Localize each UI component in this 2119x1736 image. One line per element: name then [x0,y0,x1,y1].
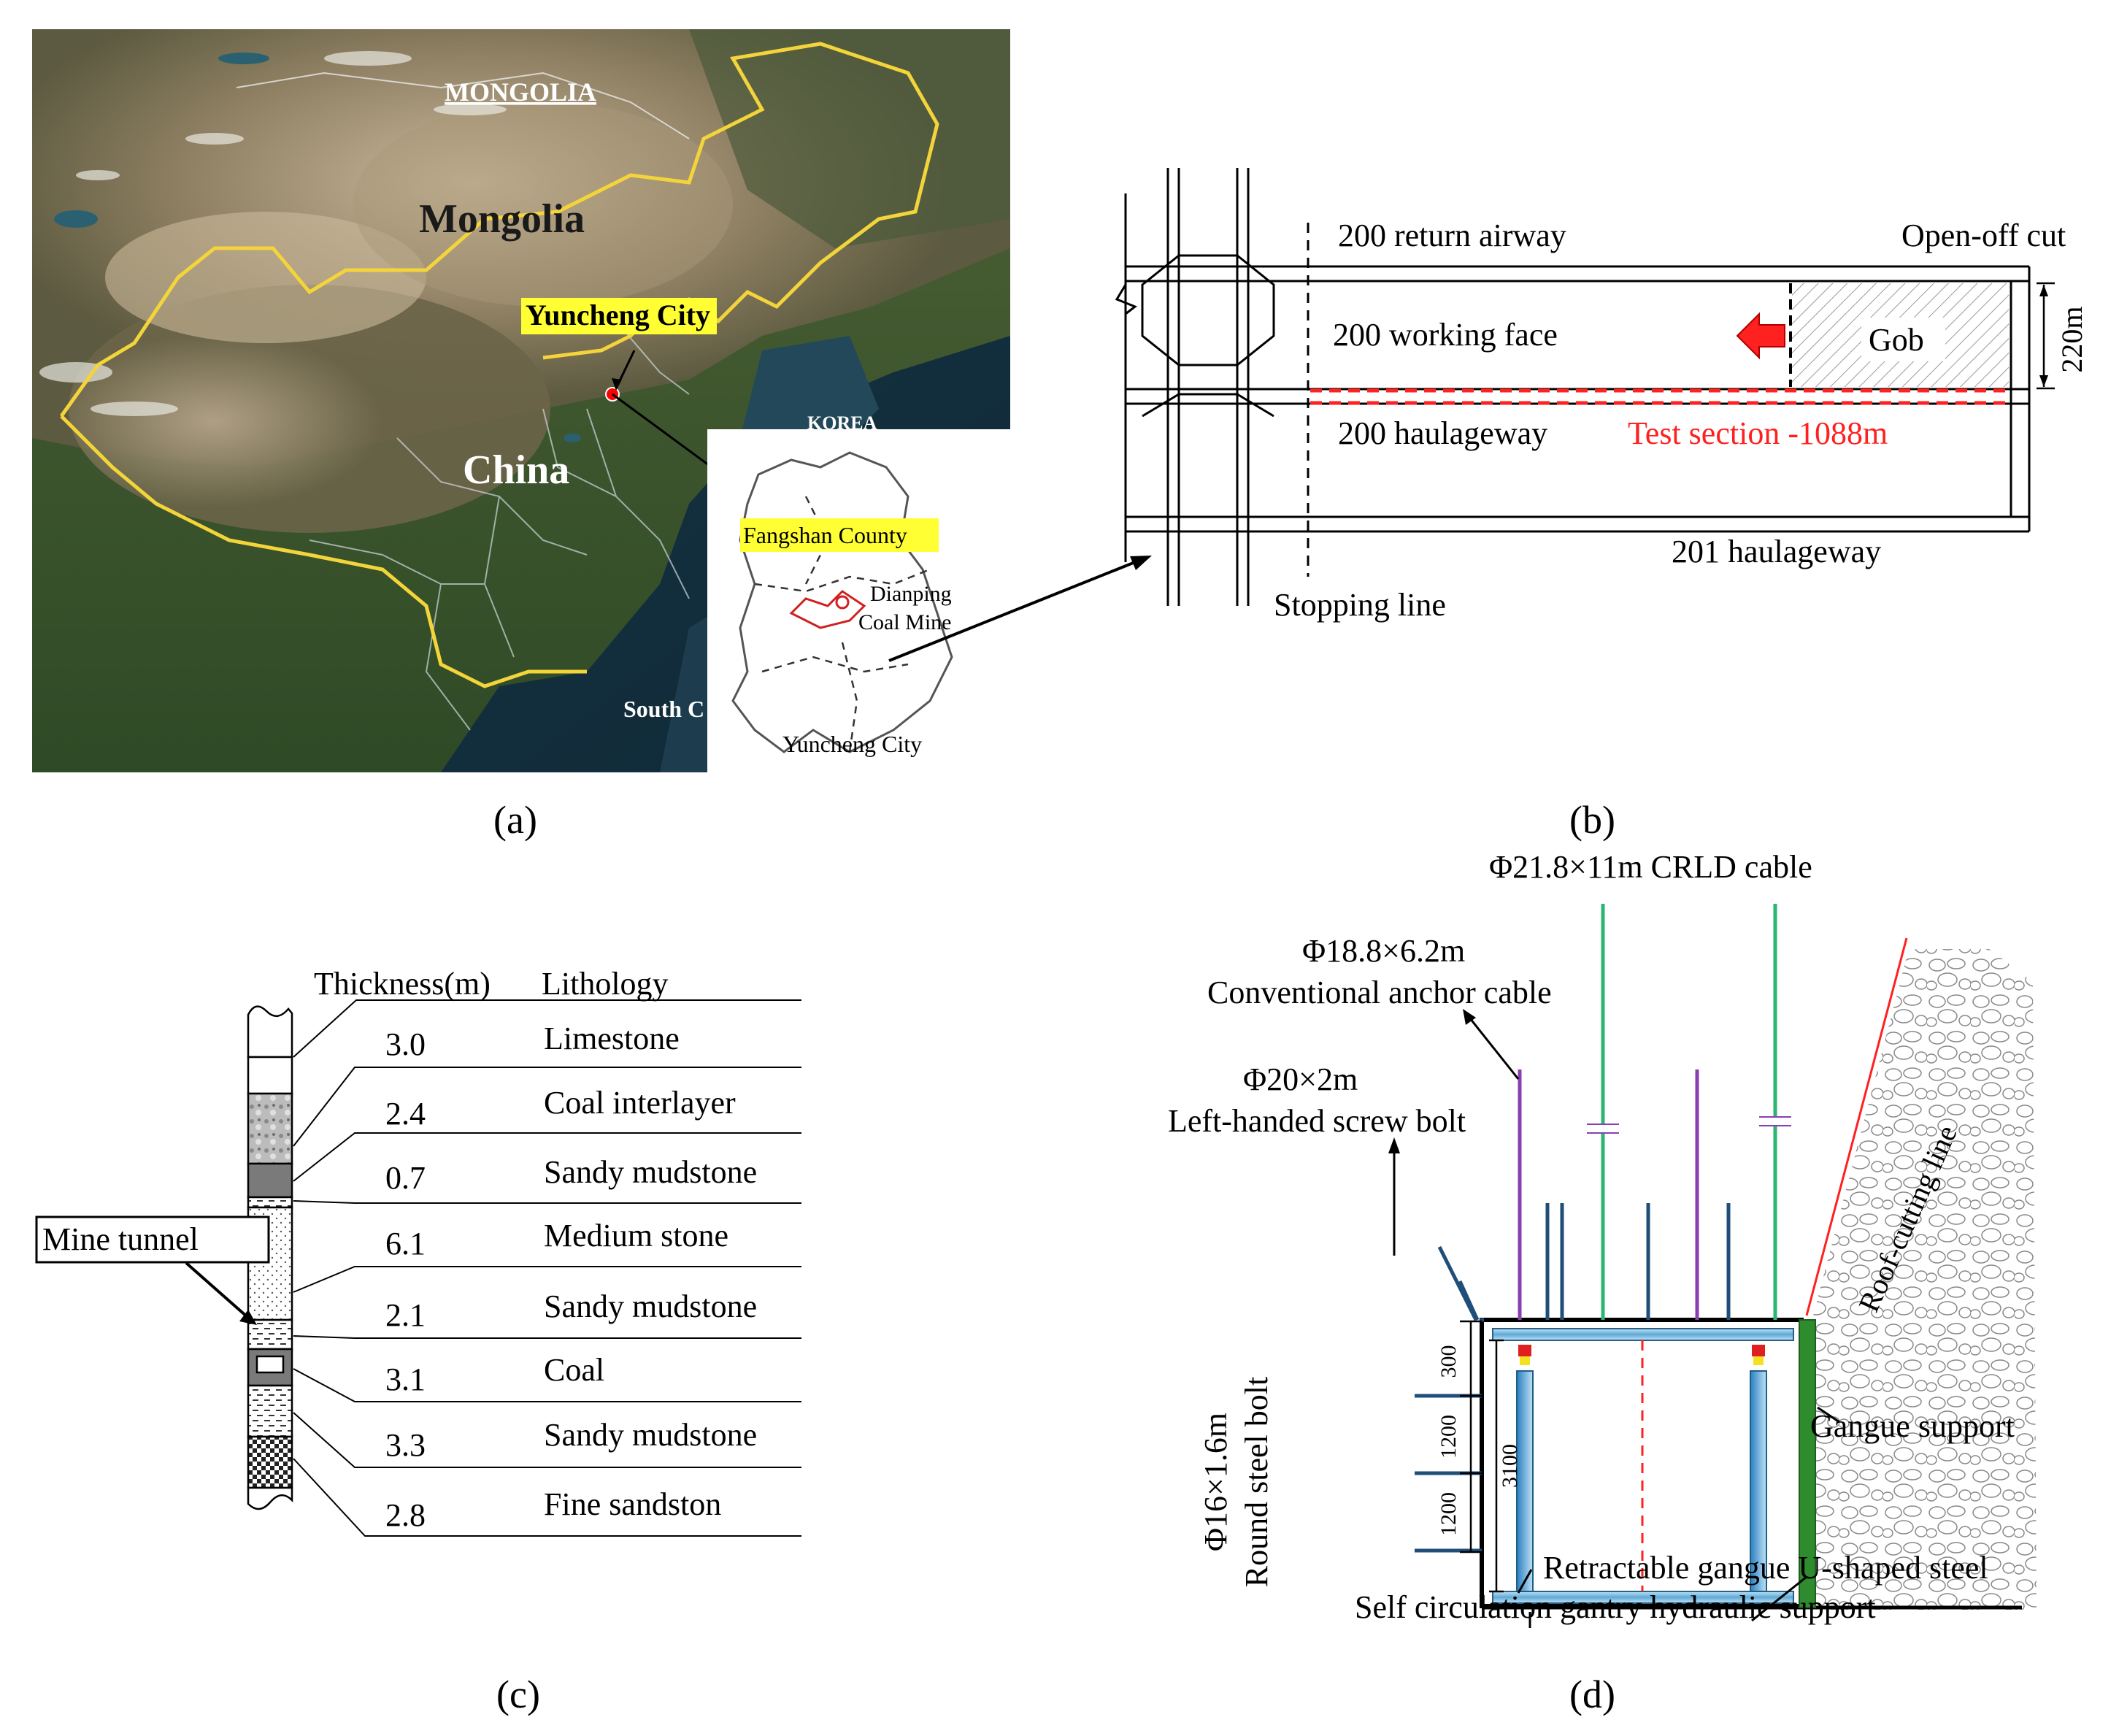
support-section: Roof-cutting line [1168,849,2037,1628]
layer-lithology: Sandy mudstone [544,1288,757,1324]
thickness-header: Thickness(m) [314,966,491,1002]
working-face-label: 200 working face [1333,317,1558,353]
dim-1200-b: 1200 [1437,1492,1461,1536]
inset-county-label: Fangshan County [743,522,907,548]
layer-lithology: Coal interlayer [544,1085,736,1121]
mine-tunnel-label: Mine tunnel [42,1221,199,1257]
layer-lithology: Medium stone [544,1218,728,1253]
layer-lithology: Fine sandston [544,1486,721,1522]
caved-rubble [1812,949,2037,1610]
gob-label: Gob [1869,322,1924,358]
crld-cable-label: Φ21.8×11m CRLD cable [1489,849,1812,885]
dim-300: 300 [1437,1345,1461,1378]
roof-cutting-line [1805,937,1908,1316]
haulageway-200-label: 200 haulageway [1338,415,1547,451]
screw-bolt-label-2: Left-handed screw bolt [1168,1103,1466,1139]
dim-3100: 3100 [1498,1444,1522,1488]
u-steel-label: Retractable gangue U-shaped steel [1543,1550,1988,1586]
label-south-sea: South C [623,696,704,722]
gantry-left-leg [1516,1370,1534,1592]
map-panel: MONGOLIA Mongolia China Yuncheng City KO… [32,29,1010,772]
inset-mine-label-1: Dianping [870,582,952,606]
gantry-right-leg [1750,1370,1767,1592]
panel-label-a: (a) [493,798,537,842]
layer-thickness: 0.7 [385,1160,426,1196]
tunnel-pointer-arrow [239,1310,257,1325]
yuncheng-highlight [521,298,717,334]
gantry-label: Self circulation gantry hydraulic suppor… [1355,1589,1876,1625]
open-off-cut-label: Open-off cut [1901,218,2066,253]
label-mongolia-upper: MONGOLIA [445,77,596,107]
layer-lithology: Sandy mudstone [544,1154,757,1190]
layer-thickness: 3.0 [385,1026,426,1062]
satellite-map: MONGOLIA Mongolia China Yuncheng City KO… [32,29,1010,772]
round-bolt-label-2: Round steel bolt [1239,1377,1274,1587]
layer-thickness: 2.8 [385,1497,426,1533]
layer-thickness: 2.1 [385,1297,426,1333]
test-section-label: Test section -1088m [1628,415,1888,451]
gangue-support-strip [1799,1319,1816,1608]
haulageway-201-label: 201 haulageway [1672,534,1881,569]
label-china: China [463,448,569,493]
gantry-top-beam [1492,1328,1794,1341]
anchor-cable-label-1: Φ18.8×6.2m [1302,933,1465,969]
panel-label-c: (c) [496,1672,540,1716]
panel-label-b: (b) [1569,798,1615,842]
label-yuncheng-city: Yuncheng City [526,299,710,331]
face-length-label: 220m [2055,306,2088,372]
lithology-header: Lithology [542,966,669,1002]
inset-mine-label-2: Coal Mine [858,610,952,634]
layer-thickness: 3.3 [385,1427,426,1463]
vertical-roof-bolts [1545,1203,1731,1320]
screw-bolt-label-1: Φ20×2m [1243,1061,1358,1097]
return-airway-label: 200 return airway [1338,218,1566,253]
label-mongolia: Mongolia [419,196,585,242]
layer-thickness: 6.1 [385,1226,426,1261]
stratigraphic-column: Mine tunnel Thickness(m) Lithology 3.0 L… [35,966,801,1537]
layer-thickness: 3.1 [385,1361,426,1397]
stopping-line-label: Stopping line [1274,587,1446,623]
layer-lithology: Sandy mudstone [544,1417,757,1453]
roof-bolt-row [1458,1280,1480,1321]
inset-map: Fangshan County Dianping Coal Mine Yunch… [707,429,1010,772]
layer-lithology: Limestone [544,1021,680,1056]
layout-plan: 220m 200 return airway Open-off cut 200 … [1115,168,2088,623]
layer-thickness: 2.4 [385,1096,426,1132]
advance-arrow [1736,312,1785,360]
round-bolt-label-1: Φ16×1.6m [1198,1413,1234,1551]
layer-lithology: Coal [544,1352,604,1388]
panel-label-d: (d) [1569,1672,1615,1716]
dim-1200-a: 1200 [1437,1415,1461,1459]
screw-bolt [1437,1245,1478,1321]
inset-city-label: Yuncheng City [782,731,922,757]
anchor-cable-label-2: Conventional anchor cable [1207,975,1552,1010]
gangue-support-label: Gangue support [1810,1408,2015,1444]
mine-tunnel-box [35,1215,270,1264]
